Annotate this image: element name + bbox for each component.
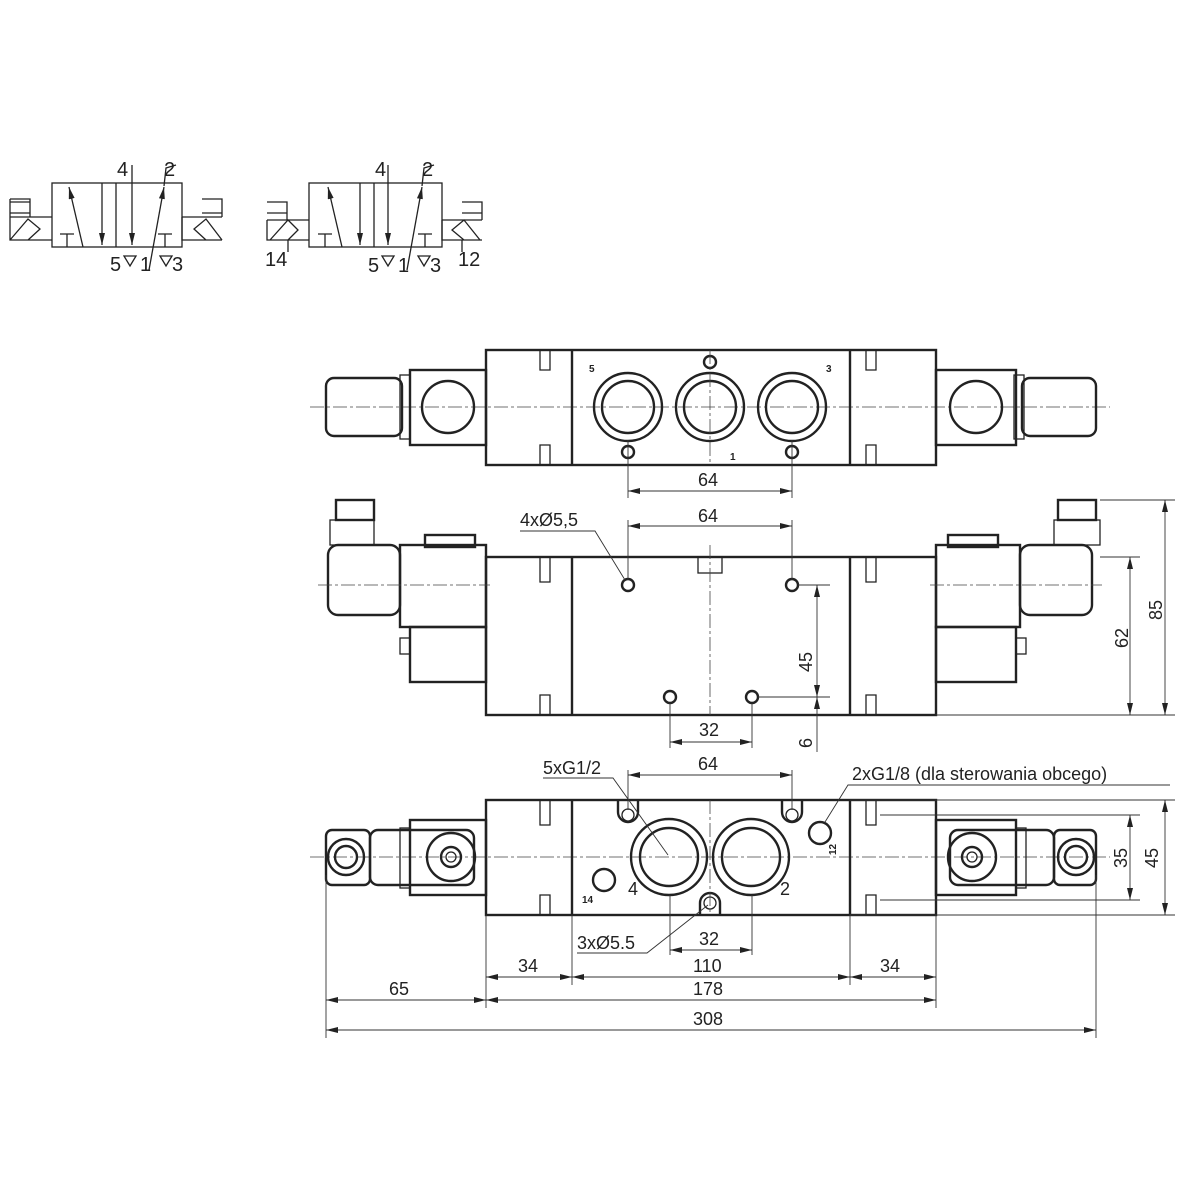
port-label-3: 3 xyxy=(826,364,832,375)
symbol-port-1: 1 xyxy=(398,255,409,277)
dim-6: 6 xyxy=(796,738,816,748)
symbol-port-2: 2 xyxy=(164,159,175,181)
dim-32-side: 32 xyxy=(699,720,719,740)
port-callout-5x: 5xG1/2 xyxy=(543,758,601,778)
symbol-pilot-14: 14 xyxy=(265,249,287,271)
dim-45-bottom: 45 xyxy=(1142,848,1162,868)
pilot-callout-2x: 2xG1/8 (dla sterowania obcego) xyxy=(852,764,1107,784)
dim-34-left: 34 xyxy=(518,956,538,976)
dim-34-right: 34 xyxy=(880,956,900,976)
dim-85: 85 xyxy=(1146,600,1166,620)
dim-308: 308 xyxy=(693,1009,723,1029)
symbol-port-4: 4 xyxy=(117,159,128,181)
dim-32-bottom: 32 xyxy=(699,929,719,949)
port-label-5: 5 xyxy=(589,364,595,375)
pilot-label-12: 12 xyxy=(828,843,839,855)
symbol-pilot-12: 12 xyxy=(458,249,480,271)
dim-178: 178 xyxy=(693,979,723,999)
dim-65: 65 xyxy=(389,979,409,999)
port-label-4: 4 xyxy=(628,879,638,899)
pneumatic-symbol-right: 4 2 5 1 3 14 12 xyxy=(265,159,483,277)
dim-62: 62 xyxy=(1112,628,1132,648)
dim-64-top: 64 xyxy=(698,470,718,490)
dim-45-side: 45 xyxy=(796,652,816,672)
pneumatic-symbol-left: 4 2 5 1 3 xyxy=(9,159,223,276)
bottom-view: 4 2 14 12 64 5xG1/2 2xG1/8 (dla sterowan… xyxy=(310,754,1175,1038)
symbol-port-4: 4 xyxy=(375,159,386,181)
dim-110: 110 xyxy=(693,956,722,976)
symbol-port-2: 2 xyxy=(422,159,433,181)
symbol-port-3: 3 xyxy=(172,254,183,276)
dim-64-side: 64 xyxy=(698,506,718,526)
port-label-1: 1 xyxy=(730,452,736,463)
symbol-port-5: 5 xyxy=(368,255,379,277)
dim-64-bottom: 64 xyxy=(698,754,718,774)
hole-callout-4x: 4xØ5,5 xyxy=(520,510,578,530)
symbol-port-1: 1 xyxy=(140,254,151,276)
pilot-label-14: 14 xyxy=(582,895,594,906)
symbol-port-3: 3 xyxy=(430,255,441,277)
side-view: 64 4xØ5,5 45 6 32 62 85 xyxy=(318,498,1175,752)
symbol-port-5: 5 xyxy=(110,254,121,276)
port-label-2: 2 xyxy=(780,879,790,899)
hole-callout-3x: 3xØ5.5 xyxy=(577,933,635,953)
top-view: 5 3 1 64 xyxy=(310,348,1110,498)
dim-35: 35 xyxy=(1111,848,1131,868)
